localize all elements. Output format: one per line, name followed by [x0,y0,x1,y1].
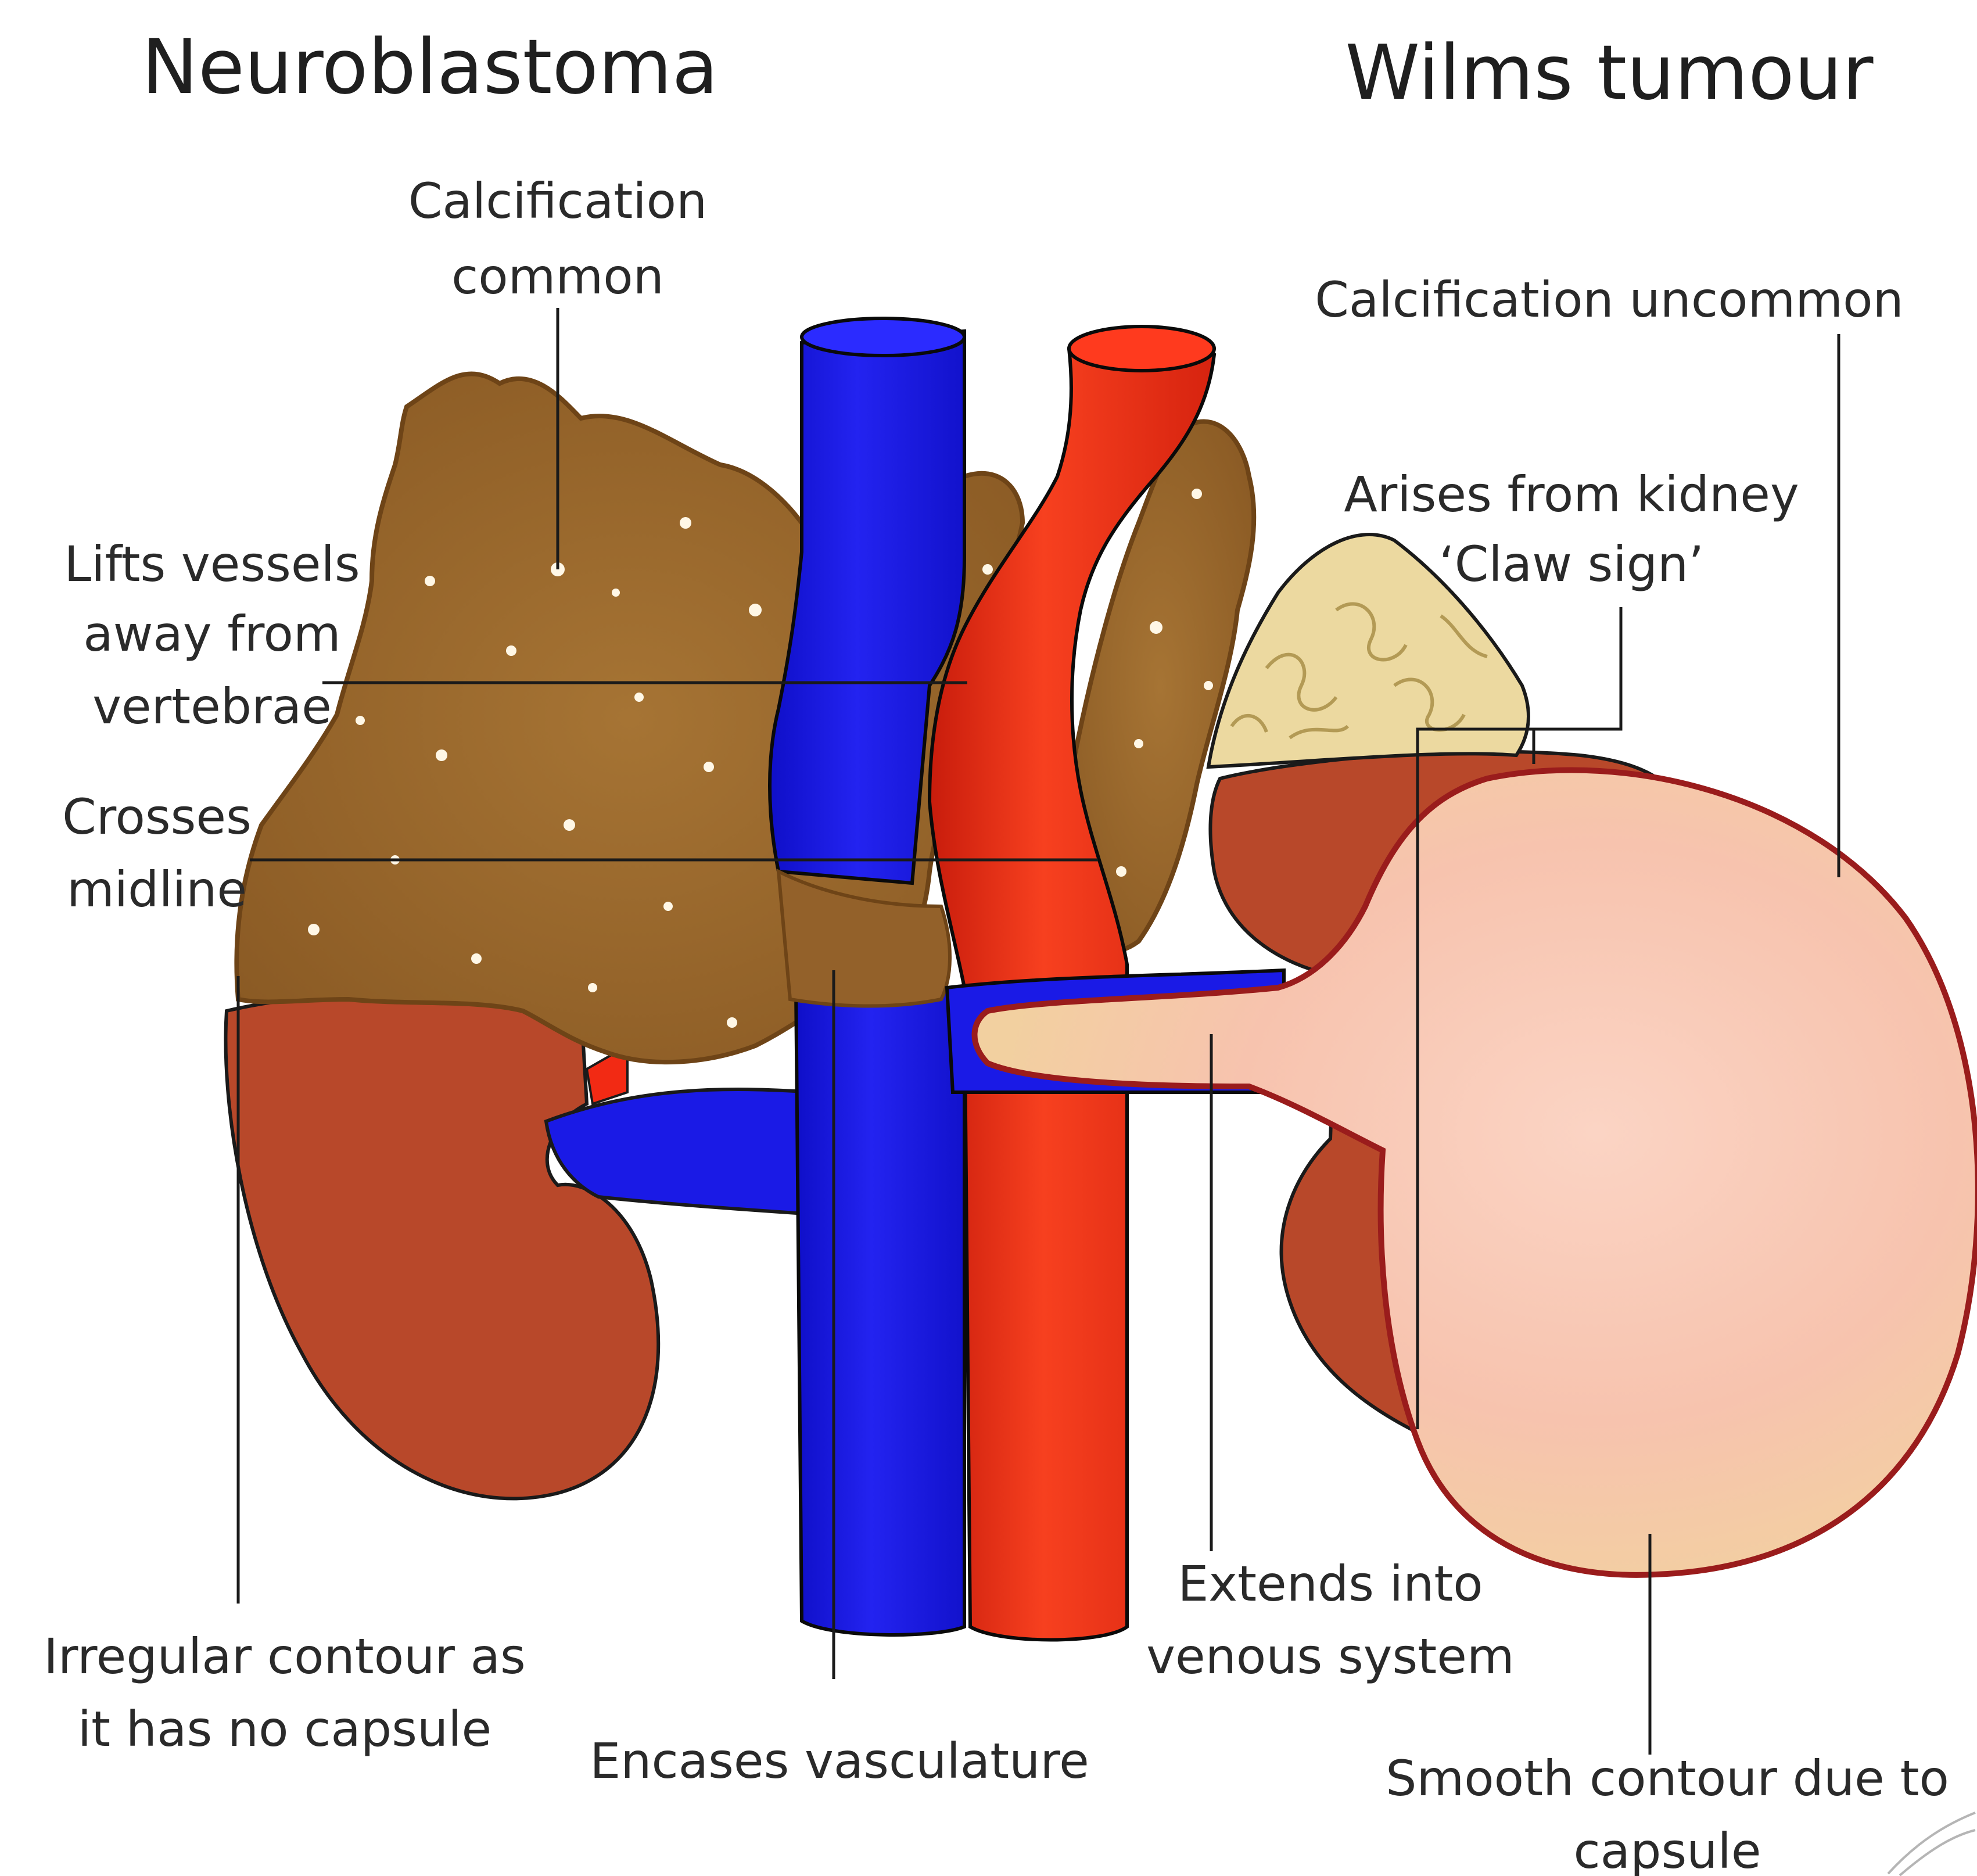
label-smooth-contour-line-2: capsule [1574,1823,1761,1876]
label-lifts-vessels-line-3: vertebrae [92,678,332,735]
label-crosses-midline-line-1: Crosses [62,788,252,845]
label-calcification-uncommon-line-1: Calcification uncommon [1315,271,1904,328]
label-calcification-common: Calcification common [408,173,707,305]
label-irregular-contour-line-2: it has no capsule [78,1701,491,1757]
label-extends-venous: Extends into venous system [1146,1555,1514,1685]
label-irregular-contour-line-1: Irregular contour as [44,1628,526,1685]
label-arises-from-kidney-line-2: ‘Claw sign’ [1439,536,1704,593]
label-crosses-midline: Crosses midline [62,788,252,918]
heading-wilms-tumour: Wilms tumour [1345,28,1874,117]
label-encases-vasculature-line-1: Encases vasculature [590,1732,1089,1789]
heading-neuroblastoma: Neuroblastoma [142,23,719,111]
label-irregular-contour: Irregular contour as it has no capsule [44,1628,526,1757]
aorta-top-opening [1069,327,1214,371]
label-lifts-vessels-line-1: Lifts vessels [64,536,360,593]
label-calcification-common-line-1: Calcification [408,173,707,229]
label-crosses-midline-line-2: midline [67,861,247,918]
label-encases-vasculature: Encases vasculature [590,1732,1089,1789]
label-smooth-contour-line-1: Smooth contour due to [1386,1750,1949,1807]
label-arises-from-kidney-line-1: Arises from kidney [1344,466,1799,523]
label-lifts-vessels-line-2: away from [83,605,341,662]
ivc-lower [796,988,964,1635]
ivc-top-opening [802,318,964,356]
label-calcification-uncommon: Calcification uncommon [1315,271,1904,328]
label-extends-venous-line-1: Extends into [1178,1555,1483,1612]
label-calcification-common-line-2: common [451,248,664,305]
label-smooth-contour: Smooth contour due to capsule [1386,1750,1949,1876]
label-extends-venous-line-2: venous system [1146,1628,1514,1685]
signature-mark [1888,1813,1975,1875]
label-lifts-vessels: Lifts vessels away from vertebrae [64,536,360,735]
